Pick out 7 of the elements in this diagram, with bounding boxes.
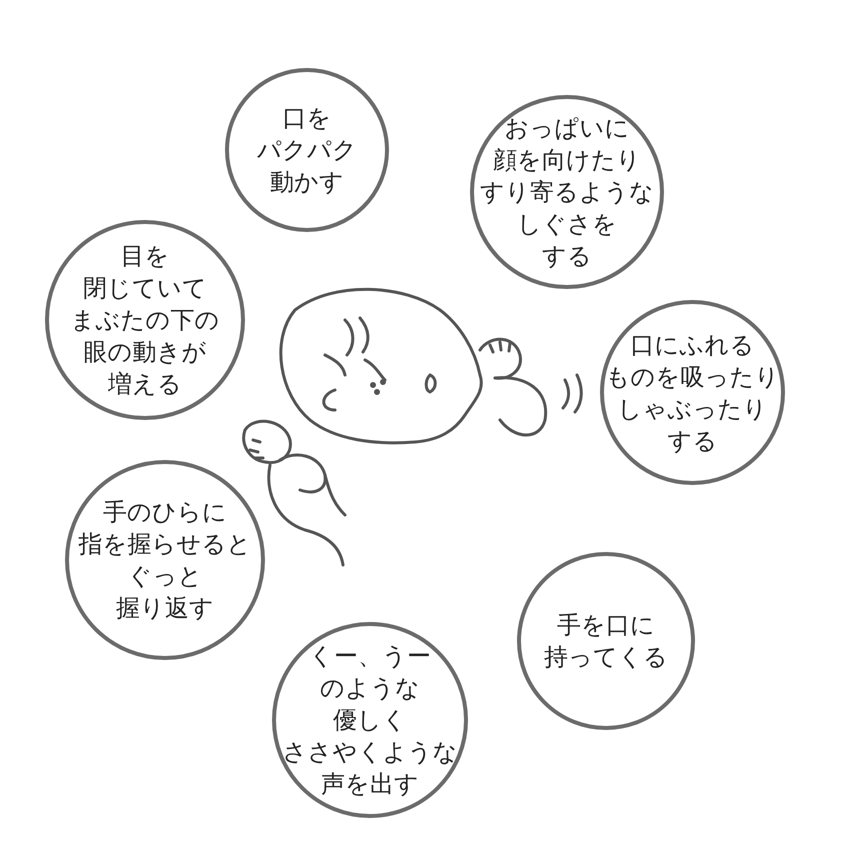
node-text: おっぱいに顔を向けたりすり寄るようなしぐさをする	[480, 113, 654, 272]
node-text: 口をパクパク動かす	[257, 103, 357, 198]
node-text: 手のひらに指を握らせるとぐっと握り返す	[78, 497, 252, 624]
node-text: 手を口に持ってくる	[544, 610, 668, 673]
node-text: くー、うーのような優しくささやくような声を出す	[282, 641, 458, 800]
node-text: 口にふれるものを吸ったりしゃぶったりする	[606, 330, 780, 456]
node-text: 目を閉じていてまぶたの下の眼の動きが増える	[70, 241, 220, 400]
